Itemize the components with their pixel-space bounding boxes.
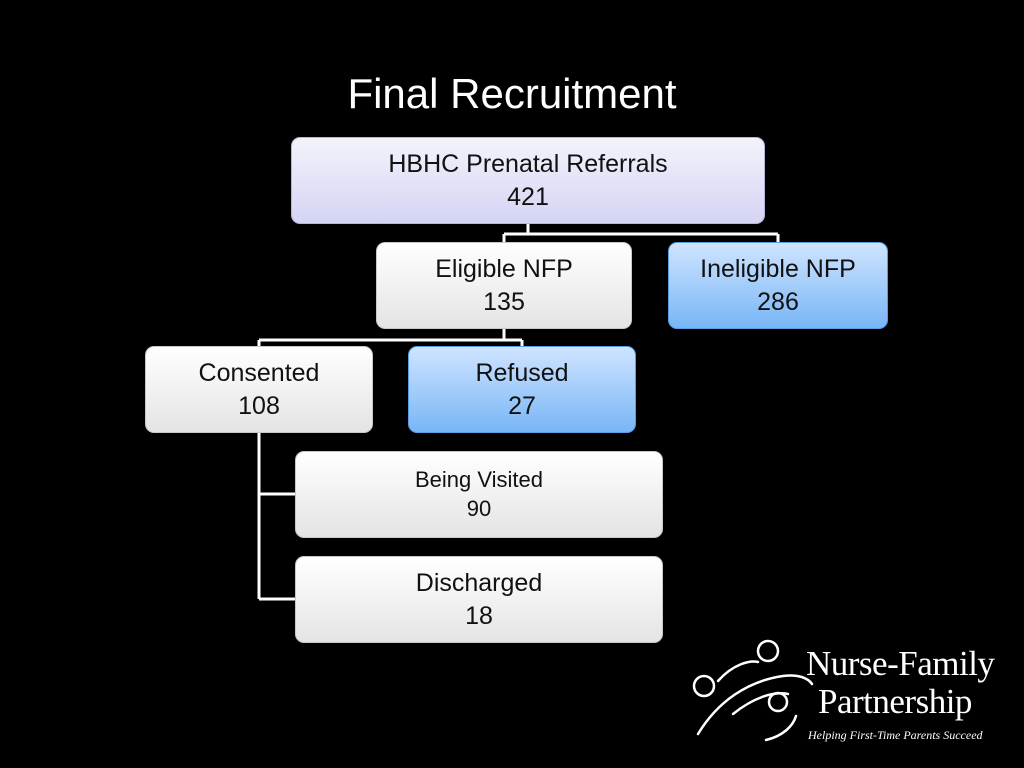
node-value: 286 [757, 287, 799, 316]
connector-referrals [502, 224, 780, 242]
logo-tagline: Helping First-Time Parents Succeed [808, 728, 983, 742]
logo-figures-icon [692, 639, 814, 742]
node-label: Discharged [415, 569, 543, 597]
node-consented: Consented 108 [145, 346, 373, 433]
slide-title: Final Recruitment [347, 70, 677, 117]
node-ineligible: Ineligible NFP 286 [668, 242, 888, 329]
node-value: 90 [466, 495, 492, 521]
node-referrals: HBHC Prenatal Referrals 421 [291, 137, 765, 224]
node-label: Ineligible NFP [700, 255, 856, 283]
node-label: Eligible NFP [435, 255, 573, 283]
node-value: 27 [508, 391, 536, 420]
nurse-family-partnership-logo: Nurse-Family Partnership Helping First-T… [688, 636, 1008, 752]
node-refused: Refused 27 [408, 346, 636, 433]
node-value: 18 [465, 601, 493, 630]
node-label: HBHC Prenatal Referrals [388, 150, 668, 178]
node-value: 108 [238, 391, 280, 420]
node-label: Consented [198, 359, 320, 387]
connector-eligible [257, 329, 524, 346]
logo-line1: Nurse-Family [806, 644, 995, 683]
logo-line2: Partnership [818, 682, 972, 721]
node-label: Being Visited [414, 466, 543, 492]
node-value: 135 [483, 287, 525, 316]
node-label: Refused [475, 359, 569, 387]
node-being-visited: Being Visited 90 [295, 451, 663, 538]
connector-consented [257, 433, 296, 601]
node-discharged: Discharged 18 [295, 556, 663, 643]
node-value: 421 [507, 182, 549, 211]
node-eligible: Eligible NFP 135 [376, 242, 632, 329]
